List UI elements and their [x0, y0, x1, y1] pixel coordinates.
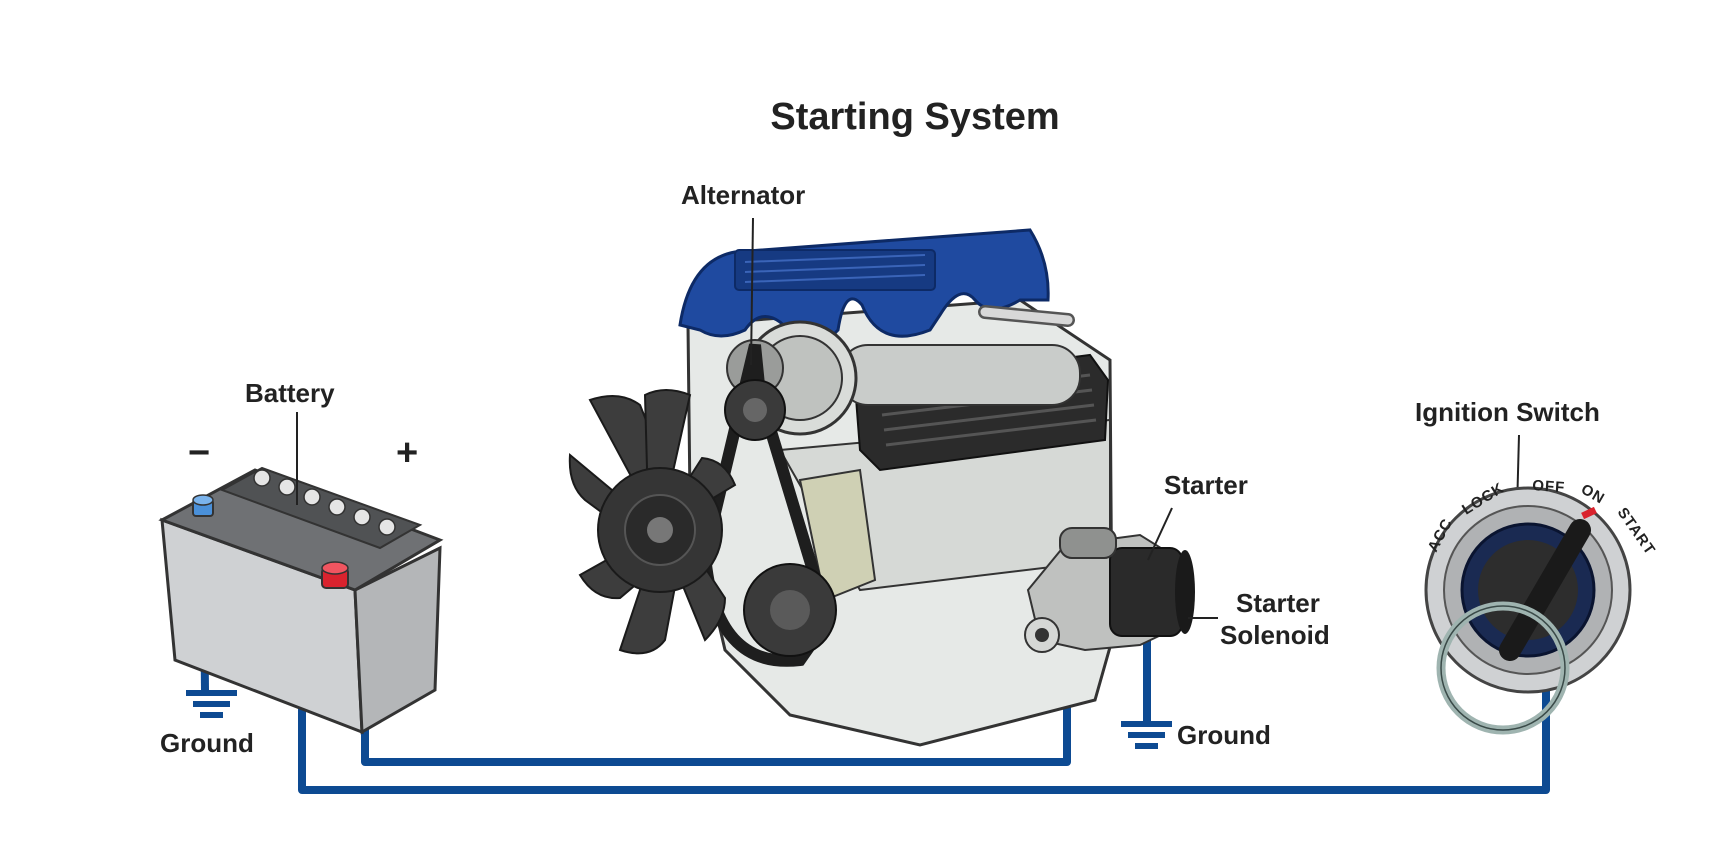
label-battery-negative: − — [188, 432, 211, 474]
label-starter-solenoid-line1: Starter — [1236, 588, 1320, 618]
ground-symbol-left — [186, 690, 237, 718]
label-alternator: Alternator — [681, 180, 806, 210]
ground-symbol-right — [1121, 721, 1172, 749]
label-ground-left: Ground — [160, 728, 254, 758]
ignition-switch-illustration: ACC LOCK OFF ON START — [1424, 477, 1659, 735]
leader-lines — [296, 217, 1520, 619]
engine-illustration — [568, 228, 1195, 747]
label-ignition-switch: Ignition Switch — [1415, 397, 1600, 427]
page-title: Starting System — [770, 96, 1060, 138]
label-battery-positive: + — [396, 432, 419, 474]
label-starter-solenoid-line2: Solenoid — [1220, 620, 1330, 650]
dial-label-off: OFF — [1532, 477, 1566, 496]
battery-illustration — [158, 466, 444, 735]
label-ground-right: Ground — [1177, 720, 1271, 750]
starter-motor — [1024, 527, 1195, 653]
label-starter: Starter — [1164, 470, 1248, 500]
label-battery: Battery — [245, 378, 335, 408]
